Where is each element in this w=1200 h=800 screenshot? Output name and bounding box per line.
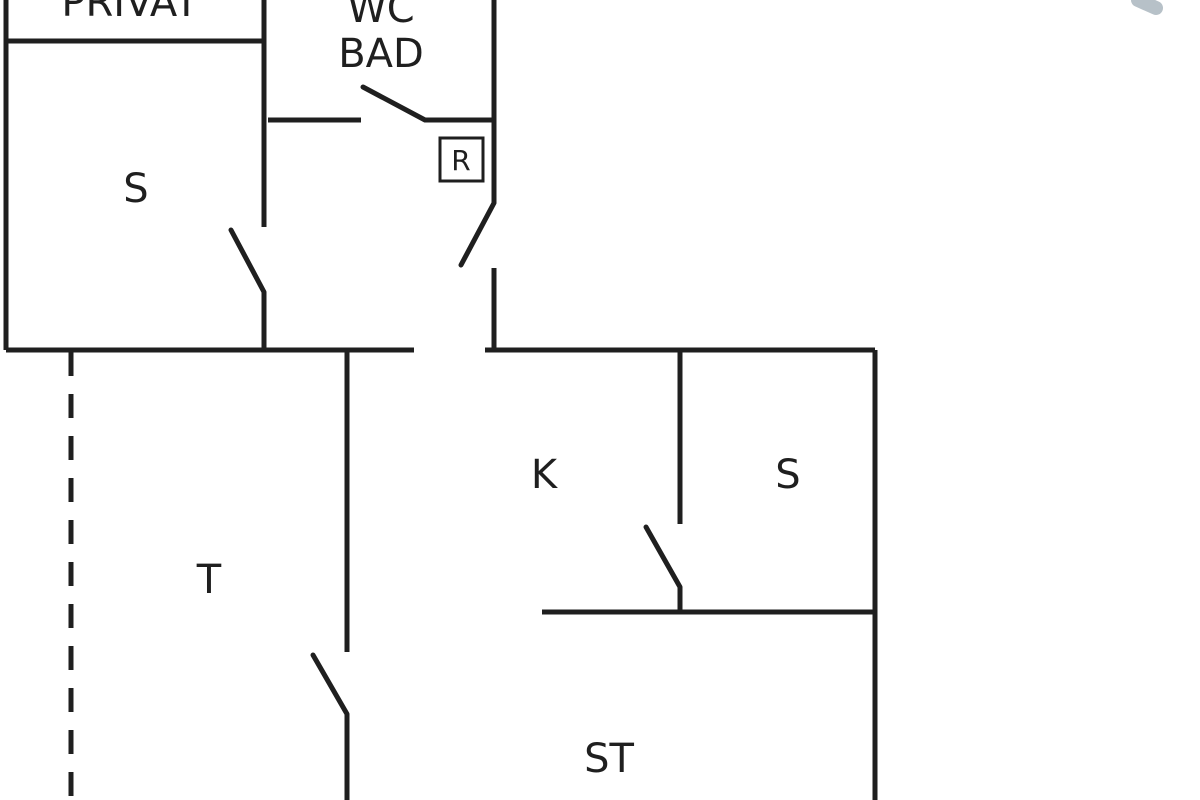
door-leaf-bath [360,84,428,123]
room-label-wc: WC [347,0,414,32]
door-leaf-right-room [643,524,683,590]
room-label-terrace: T [196,557,222,603]
room-label-privat: PRIVAT [61,0,199,26]
corner-decoration [1131,0,1163,15]
room-label-sleep-left: S [123,166,148,212]
room-label-kitchen: K [531,452,559,498]
room-label-sleep-right: S [775,452,800,498]
door-leaf-terrace [310,652,350,717]
room-label-bad: BAD [338,31,424,77]
door-leaf-entry [458,200,497,268]
marker-r-box [438,136,485,183]
room-label-living: ST [584,736,634,782]
door-leaf-sleep-room [228,227,267,295]
marker-r-group: R [438,136,485,183]
marker-r-label: R [451,144,470,177]
